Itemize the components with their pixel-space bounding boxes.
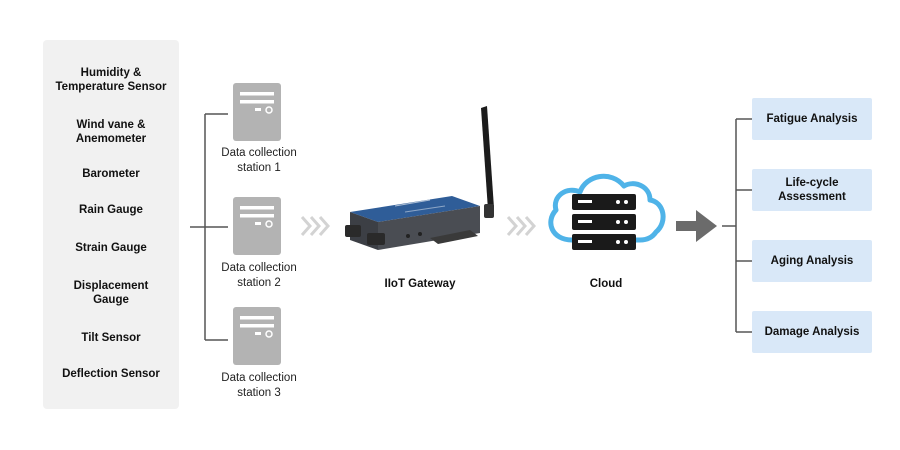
sensor-label-line: Rain Gauge	[79, 204, 143, 216]
sensor-label-line: Humidity &	[80, 67, 142, 79]
station-label-line: station 1	[237, 162, 281, 174]
analysis-fatigue: Fatigue Analysis	[752, 98, 872, 140]
arrow-right-icon	[676, 210, 717, 242]
station-3-label: Data collection station 3	[204, 371, 314, 401]
sensor-strain-gauge: Strain Gauge	[43, 241, 179, 255]
sensor-humidity-temperature: Humidity & Temperature Sensor	[43, 66, 179, 94]
analysis-life-cycle: Life-cycle Assessment	[752, 169, 872, 211]
server-icon	[233, 83, 281, 141]
sensor-tilt: Tilt Sensor	[43, 331, 179, 345]
analysis-label-line: Assessment	[778, 191, 846, 203]
station-label-line: station 3	[237, 387, 281, 399]
station-2-label: Data collection station 2	[204, 261, 314, 291]
station-label-line: Data collection	[221, 147, 297, 159]
cloud-label: Cloud	[589, 278, 623, 290]
station-label-line: Data collection	[221, 262, 297, 274]
analysis-label-line: Life-cycle	[785, 177, 839, 189]
analysis-label-line: Damage Analysis	[764, 326, 860, 338]
sensor-label-line: Barometer	[82, 168, 140, 180]
sensor-panel	[43, 40, 179, 409]
sensor-deflection: Deflection Sensor	[43, 367, 179, 381]
sensor-displacement-gauge: Displacement Gauge	[43, 279, 179, 307]
sensor-wind-vane-anemometer: Wind vane & Anemometer	[43, 118, 179, 146]
analysis-connector	[722, 118, 752, 333]
server-icon	[233, 197, 281, 255]
station-1-label: Data collection station 1	[204, 146, 314, 176]
sensor-label-line: Temperature Sensor	[55, 81, 167, 93]
sensor-barometer: Barometer	[43, 167, 179, 181]
sensor-label-line: Tilt Sensor	[81, 332, 141, 344]
server-icon	[233, 307, 281, 365]
cloud-server-icon	[548, 173, 666, 250]
antenna-icon	[481, 106, 494, 218]
station-label-line: Data collection	[221, 372, 297, 384]
station-label-line: station 2	[237, 277, 281, 289]
sensor-rain-gauge: Rain Gauge	[43, 203, 179, 217]
analysis-aging: Aging Analysis	[752, 240, 872, 282]
sensor-label-line: Displacement	[73, 280, 149, 292]
gateway-label: IIoT Gateway	[384, 278, 456, 290]
sensor-label-line: Anemometer	[75, 133, 147, 145]
sensor-label-line: Strain Gauge	[75, 242, 147, 254]
sensor-label-line: Wind vane &	[76, 119, 146, 131]
chevron-icon	[506, 216, 537, 236]
analysis-label-line: Fatigue Analysis	[766, 113, 858, 125]
gateway-device-icon	[345, 106, 494, 250]
analysis-label-line: Aging Analysis	[770, 255, 854, 267]
analysis-damage: Damage Analysis	[752, 311, 872, 353]
sensor-label-line: Gauge	[93, 294, 129, 306]
sensor-label-line: Deflection Sensor	[62, 368, 160, 380]
chevron-icon	[300, 216, 331, 236]
station-connector	[190, 113, 228, 341]
